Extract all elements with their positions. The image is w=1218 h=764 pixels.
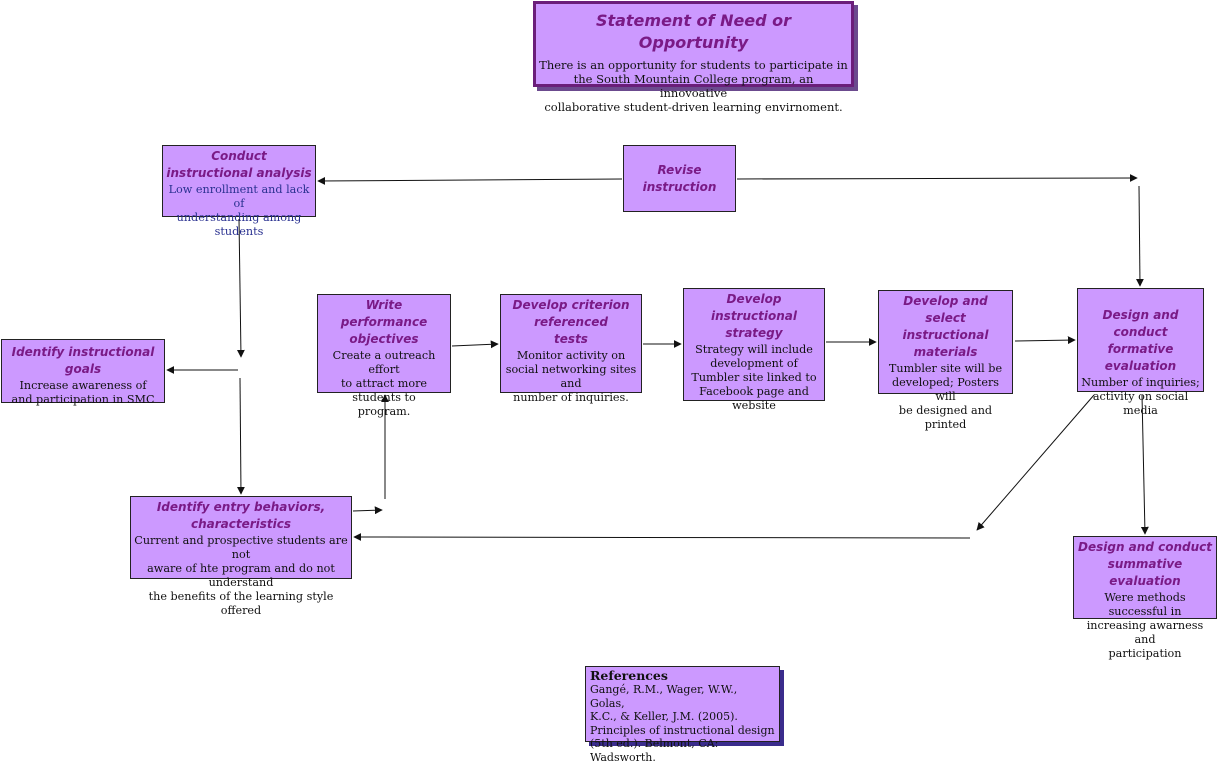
instructional-goals-text: Increase awareness of and participation …: [11, 379, 155, 406]
entry-behaviors-text: Current and prospective students are not…: [134, 534, 348, 617]
statement-title: Statement of Need or Opportunity: [595, 11, 792, 52]
statement-of-need-box: Statement of Need or Opportunity There i…: [533, 1, 854, 114]
arrow-analysis-down: [236, 218, 245, 358]
instructional-strategy-text: Strategy will include development of Tum…: [691, 343, 817, 412]
arrow-revise-to-analysis: [317, 176, 623, 185]
references-title: References: [590, 668, 668, 683]
criterion-tests-text: Monitor activity on social networking si…: [505, 349, 637, 404]
references-box: References Gangé, R.M., Wager, W.W., Gol…: [585, 666, 780, 764]
arrow-entry-right: [352, 506, 383, 515]
line-revise-right: [736, 174, 1138, 183]
instructional-analysis-box: Conduct instructional analysis Low enrol…: [162, 145, 316, 238]
instructional-goals-title: Identify instructional goals: [11, 345, 155, 376]
instructional-strategy-title: Develop instructional strategy: [711, 292, 797, 340]
criterion-tests-title: Develop criterion referenced tests: [512, 298, 630, 346]
formative-evaluation-text: Number of inquiries; activity on social …: [1081, 376, 1200, 417]
arrow-objectives-to-tests: [451, 340, 499, 349]
references-text: Gangé, R.M., Wager, W.W., Golas, K.C., &…: [590, 683, 775, 764]
summative-evaluation-title: Design and conduct summative evaluation: [1078, 540, 1212, 588]
entry-behaviors-box: Identify entry behaviors, characteristic…: [130, 496, 352, 617]
summative-evaluation-text: Were methods successful in increasing aw…: [1086, 591, 1204, 660]
instructional-strategy-box: Develop instructional strategy Strategy …: [683, 288, 825, 412]
performance-objectives-box: Write performance objectives Create a ou…: [317, 294, 451, 418]
arrow-to-entry: [236, 377, 245, 495]
arrow-materials-to-formative: [1014, 336, 1076, 345]
revise-instruction-box: Revise instruction: [623, 145, 736, 212]
instructional-materials-box: Develop and select instructional materia…: [878, 290, 1013, 431]
formative-evaluation-box: Design and conduct formative evaluation …: [1077, 288, 1204, 417]
entry-behaviors-title: Identify entry behaviors, characteristic…: [156, 500, 326, 531]
instructional-analysis-text: Low enrollment and lack of understanding…: [168, 183, 310, 238]
statement-text: There is an opportunity for students to …: [539, 58, 848, 114]
performance-objectives-title: Write performance objectives: [340, 298, 428, 346]
instructional-materials-text: Tumbler site will be developed; Posters …: [888, 362, 1003, 431]
criterion-tests-box: Develop criterion referenced tests Monit…: [500, 294, 642, 404]
instructional-materials-title: Develop and select instructional materia…: [902, 294, 989, 359]
arrow-to-entry-bottom: [353, 533, 971, 542]
arrow-right-to-formative: [1135, 185, 1144, 287]
revise-instruction-title: Revise instruction: [642, 163, 717, 194]
instructional-analysis-title: Conduct instructional analysis: [166, 149, 312, 180]
instructional-goals-box: Identify instructional goals Increase aw…: [1, 339, 165, 406]
performance-objectives-text: Create a outreach effort to attract more…: [332, 349, 436, 418]
formative-evaluation-title: Design and conduct formative evaluation: [1102, 308, 1179, 373]
summative-evaluation-box: Design and conduct summative evaluation …: [1073, 536, 1217, 660]
